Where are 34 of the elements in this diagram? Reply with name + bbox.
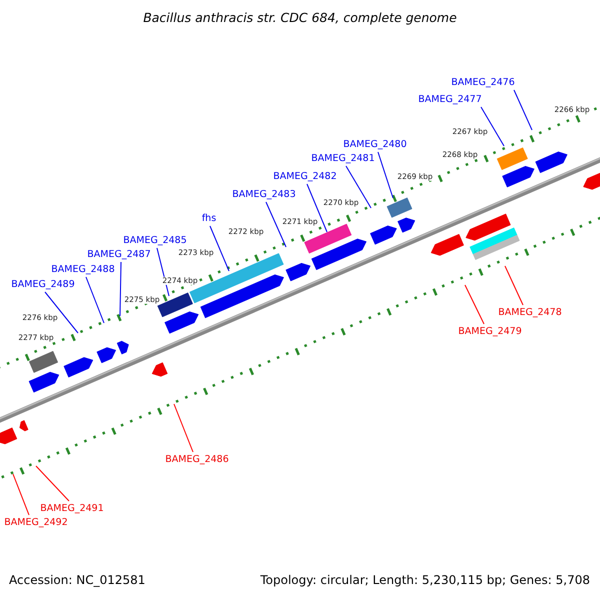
leader-line	[12, 474, 30, 516]
gene-label: BAMEG_2488	[51, 264, 115, 276]
gene-label: BAMEG_2477	[418, 94, 482, 106]
leader-line	[174, 404, 194, 452]
leader-line	[378, 152, 394, 198]
gene-label: BAMEG_2491	[40, 504, 104, 514]
gene-label: BAMEG_2481	[311, 154, 375, 164]
leader-line	[44, 292, 78, 334]
gene-label: BAMEG_2489	[11, 280, 75, 290]
leader-line	[480, 106, 504, 146]
leader-line	[266, 202, 286, 248]
gene-label: BAMEG_2476	[451, 78, 515, 88]
gene-label: BAMEG_2483	[232, 190, 296, 200]
title: Bacillus anthracis str. CDC 684, complete genome	[143, 11, 457, 25]
gene-label: BAMEG_2479	[458, 326, 522, 338]
leader-line	[120, 262, 122, 316]
leader-line	[346, 166, 372, 208]
leader-line	[514, 90, 532, 130]
gene-label: BAMEG_2486	[165, 454, 229, 466]
leader-line	[86, 276, 104, 324]
leader-line	[464, 284, 484, 324]
gene-label: BAMEG_2480	[343, 140, 407, 150]
leader-line	[504, 266, 524, 306]
leader-line	[306, 184, 328, 232]
gene-label: BAMEG_2487	[87, 250, 151, 260]
gene-label: BAMEG_2492	[4, 518, 68, 528]
gene-label: BAMEG_2485	[123, 236, 187, 246]
gene-label: fhs	[202, 214, 216, 224]
gene-label: BAMEG_2478	[498, 308, 562, 318]
accession-text: Accession: NC_012581	[9, 573, 146, 587]
gene-label: BAMEG_2482	[273, 172, 337, 182]
leader-line	[210, 226, 230, 272]
leader-line	[36, 466, 70, 502]
genome-info-text: Topology: circular; Length: 5,230,115 bp; Genes: 5,708	[260, 573, 590, 587]
